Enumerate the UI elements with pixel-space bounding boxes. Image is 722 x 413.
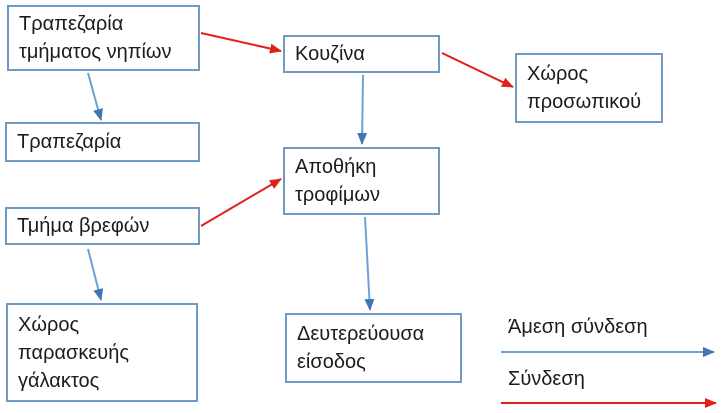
edge-kouzina-to-choros-prosopikou bbox=[441, 52, 514, 88]
edge-tmima-vrefon-to-apothiki-trofimon bbox=[200, 178, 282, 227]
node-label: Αποθήκη τροφίμων bbox=[295, 156, 380, 206]
legend-connection-label: Σύνδεση bbox=[508, 368, 585, 390]
edge-tmima-vrefon-to-choros-paraskevis bbox=[87, 248, 104, 301]
node-label: Τραπεζαρία τμήματος νηπίων bbox=[19, 13, 172, 63]
node-label: Δευτερεύουσα είσοδος bbox=[297, 323, 425, 373]
node-trapezaria-tmimatos-nipion: Τραπεζαρία τμήματος νηπίων bbox=[7, 5, 200, 71]
node-label: Χώρος παρασκευής γάλακτος bbox=[18, 313, 129, 392]
node-label: Κουζίνα bbox=[295, 43, 365, 65]
edge-apothiki-to-defterevousa-eisodos bbox=[364, 216, 375, 311]
node-kouzina: Κουζίνα bbox=[283, 35, 440, 73]
node-label: Τραπεζαρία bbox=[17, 131, 122, 153]
node-apothiki-trofimon: Αποθήκη τροφίμων bbox=[283, 147, 440, 215]
node-choros-prosopikou: Χώρος προσωπικού bbox=[515, 53, 663, 123]
node-defterevousa-eisodos: Δευτερεύουσα είσοδος bbox=[285, 313, 462, 383]
node-choros-paraskevis-galaktos: Χώρος παρασκευής γάλακτος bbox=[6, 303, 198, 402]
legend-direct-connection-label: Άμεση σύνδεση bbox=[508, 316, 648, 338]
edge-trapezaria-nipion-to-kouzina bbox=[200, 32, 282, 54]
node-tmima-vrefon: Τμήμα βρεφών bbox=[5, 207, 200, 245]
node-label: Χώρος προσωπικού bbox=[527, 63, 642, 113]
node-trapezaria: Τραπεζαρία bbox=[5, 122, 200, 162]
edge-kouzina-to-apothiki-trofimon bbox=[357, 74, 368, 145]
edge-trapezaria-nipion-to-trapezaria bbox=[87, 72, 103, 121]
node-label: Τμήμα βρεφών bbox=[17, 215, 150, 237]
